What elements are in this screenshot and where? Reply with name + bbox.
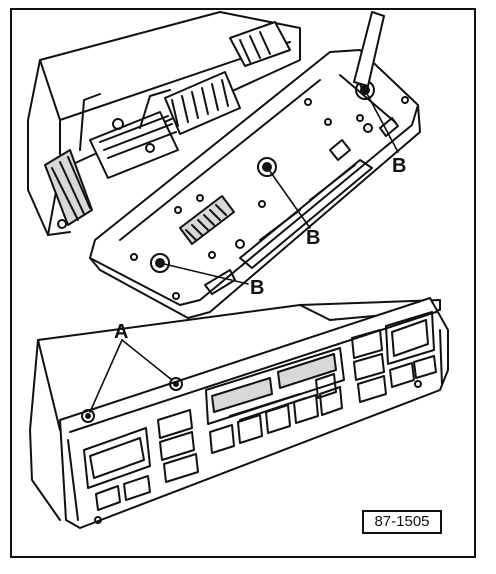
circuit-board: [89, 49, 421, 319]
figure-reference-number: 87-1505: [362, 510, 442, 534]
callout-b-bottom: B: [250, 277, 265, 299]
control-unit-housing: [27, 11, 301, 236]
leader-lines: [89, 89, 399, 413]
screwdriver: [353, 11, 385, 95]
front-control-panel: [29, 297, 449, 529]
callout-b-middle: B: [306, 227, 321, 249]
callout-b-top: B: [392, 155, 407, 177]
callout-a: A: [114, 321, 129, 343]
